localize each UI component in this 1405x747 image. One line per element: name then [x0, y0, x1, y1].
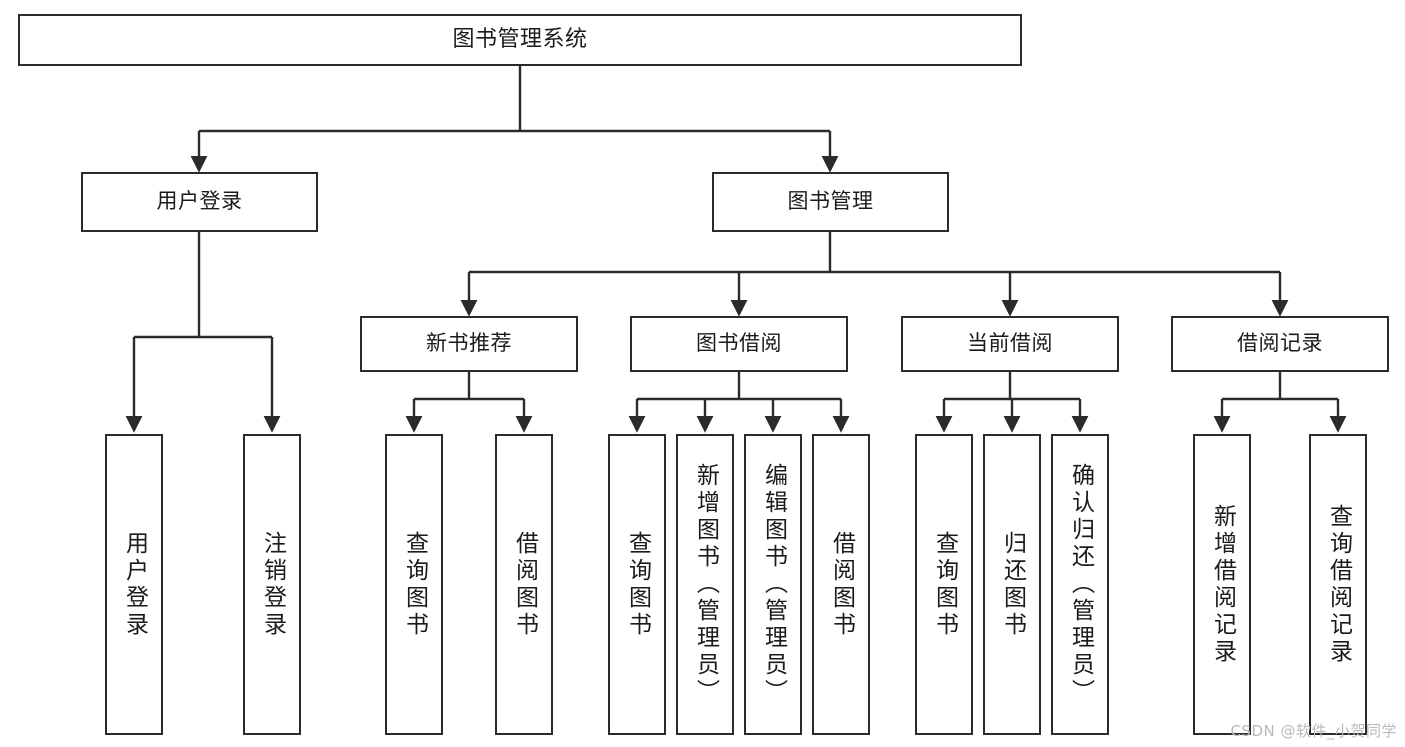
node-root-system-label: 图书管理系统 [452, 26, 588, 52]
node-leaf-user-login-signin[interactable]: 用户登录 [105, 434, 163, 735]
node-new-book-recommend[interactable]: 新书推荐 [360, 316, 578, 372]
node-leaf-borrow-records-add-label: 新增借阅记录 [1209, 503, 1236, 666]
node-leaf-current-borrow-return[interactable]: 归还图书 [983, 434, 1041, 735]
node-leaf-book-borrow-lend-label: 借阅图书 [828, 530, 855, 639]
node-leaf-current-borrow-confirm-return[interactable]: 确认归还（管理员） [1051, 434, 1109, 735]
node-leaf-current-borrow-return-label: 归还图书 [999, 530, 1026, 639]
node-leaf-current-borrow-query[interactable]: 查询图书 [915, 434, 973, 735]
node-root-system[interactable]: 图书管理系统 [18, 14, 1022, 66]
node-leaf-current-borrow-query-label: 查询图书 [931, 530, 958, 639]
node-user-login[interactable]: 用户登录 [81, 172, 318, 232]
node-leaf-book-borrow-query[interactable]: 查询图书 [608, 434, 666, 735]
node-leaf-user-login-signout[interactable]: 注销登录 [243, 434, 301, 735]
node-leaf-book-borrow-query-label: 查询图书 [624, 530, 651, 639]
node-new-book-recommend-label: 新书推荐 [426, 331, 512, 356]
node-leaf-book-borrow-lend[interactable]: 借阅图书 [812, 434, 870, 735]
node-leaf-new-book-borrow[interactable]: 借阅图书 [495, 434, 553, 735]
node-leaf-new-book-query-label: 查询图书 [401, 530, 428, 639]
node-user-login-label: 用户登录 [156, 189, 243, 214]
node-leaf-new-book-query[interactable]: 查询图书 [385, 434, 443, 735]
node-borrow-records[interactable]: 借阅记录 [1171, 316, 1389, 372]
node-leaf-book-borrow-add-label: 新增图书（管理员） [692, 463, 719, 706]
node-book-management-label: 图书管理 [787, 189, 874, 214]
node-leaf-current-borrow-confirm-return-label: 确认归还（管理员） [1067, 463, 1094, 706]
node-leaf-book-borrow-add[interactable]: 新增图书（管理员） [676, 434, 734, 735]
node-current-borrow[interactable]: 当前借阅 [901, 316, 1119, 372]
node-current-borrow-label: 当前借阅 [967, 331, 1053, 356]
node-leaf-user-login-signout-label: 注销登录 [259, 530, 286, 639]
node-book-borrow-label: 图书借阅 [696, 331, 782, 356]
node-borrow-records-label: 借阅记录 [1237, 331, 1323, 356]
csdn-watermark: CSDN @软件_小贺同学 [1230, 722, 1397, 740]
node-leaf-borrow-records-query-label: 查询借阅记录 [1325, 503, 1352, 666]
node-leaf-new-book-borrow-label: 借阅图书 [511, 530, 538, 639]
node-leaf-borrow-records-add[interactable]: 新增借阅记录 [1193, 434, 1251, 735]
node-leaf-book-borrow-edit-label: 编辑图书（管理员） [760, 463, 787, 706]
node-leaf-borrow-records-query[interactable]: 查询借阅记录 [1309, 434, 1367, 735]
node-leaf-book-borrow-edit[interactable]: 编辑图书（管理员） [744, 434, 802, 735]
node-leaf-user-login-signin-label: 用户登录 [121, 530, 148, 639]
node-book-management[interactable]: 图书管理 [712, 172, 949, 232]
node-book-borrow[interactable]: 图书借阅 [630, 316, 848, 372]
